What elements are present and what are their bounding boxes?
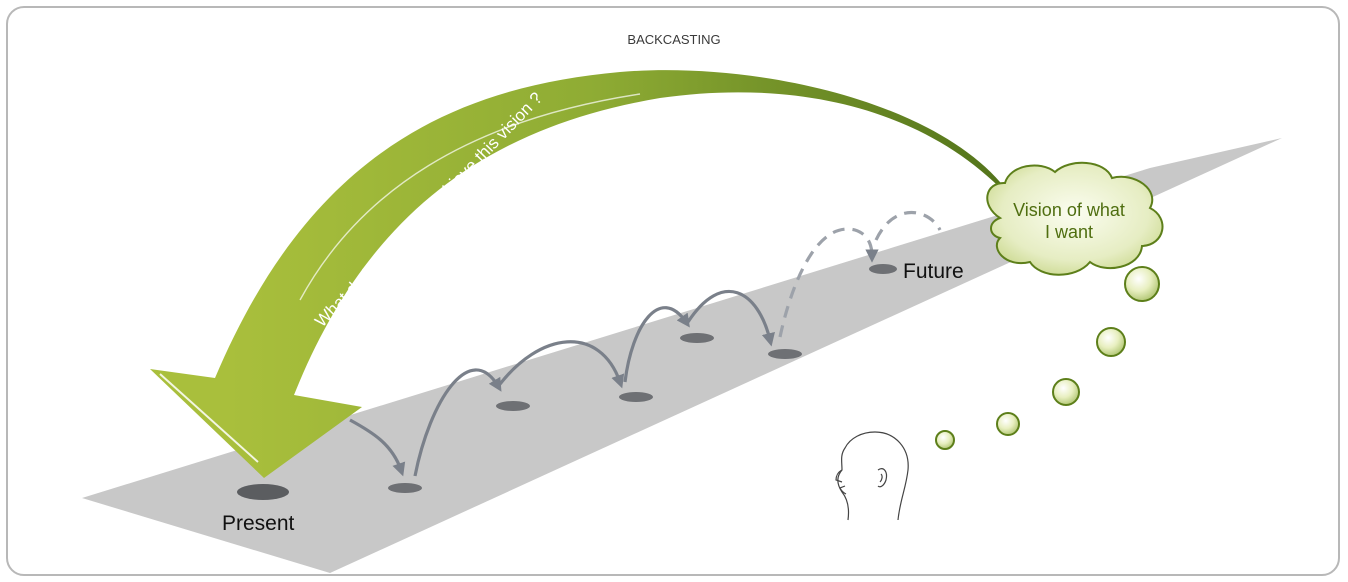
hop-arrows	[349, 289, 775, 477]
cloud-text-line1: Vision of what	[1013, 200, 1125, 220]
stone	[619, 392, 653, 402]
cloud-icon: Vision of what I want	[986, 161, 1164, 276]
person-head-icon	[835, 431, 909, 521]
thought-bubble-icon	[935, 266, 1160, 450]
thought-bubble	[935, 430, 955, 450]
stone-present	[237, 484, 289, 500]
cloud-text-line2: I want	[1045, 222, 1093, 242]
hop-arrow	[495, 340, 625, 389]
timeline-path	[82, 138, 1282, 573]
thought-bubble	[1052, 378, 1080, 406]
hop-arrow	[413, 368, 502, 477]
future-hop-arrows	[778, 211, 942, 338]
stone	[496, 401, 530, 411]
stone-future	[869, 264, 897, 274]
present-label: Present	[222, 512, 295, 535]
backcasting-arrow	[150, 70, 1018, 478]
stone	[388, 483, 422, 493]
dashed-hop-arrow	[778, 227, 879, 338]
hop-arrow	[623, 306, 690, 383]
stepping-stones	[237, 264, 897, 500]
thought-bubble	[996, 412, 1020, 436]
hop-arrow	[686, 289, 775, 347]
stone	[680, 333, 714, 343]
stone	[768, 349, 802, 359]
future-label: Future	[903, 260, 964, 283]
thought-bubble	[1124, 266, 1160, 302]
dashed-hop-arrow	[874, 211, 942, 241]
diagram-title: BACKCASTING	[627, 32, 720, 47]
hop-arrow	[349, 418, 406, 477]
thought-bubble	[1096, 327, 1126, 357]
